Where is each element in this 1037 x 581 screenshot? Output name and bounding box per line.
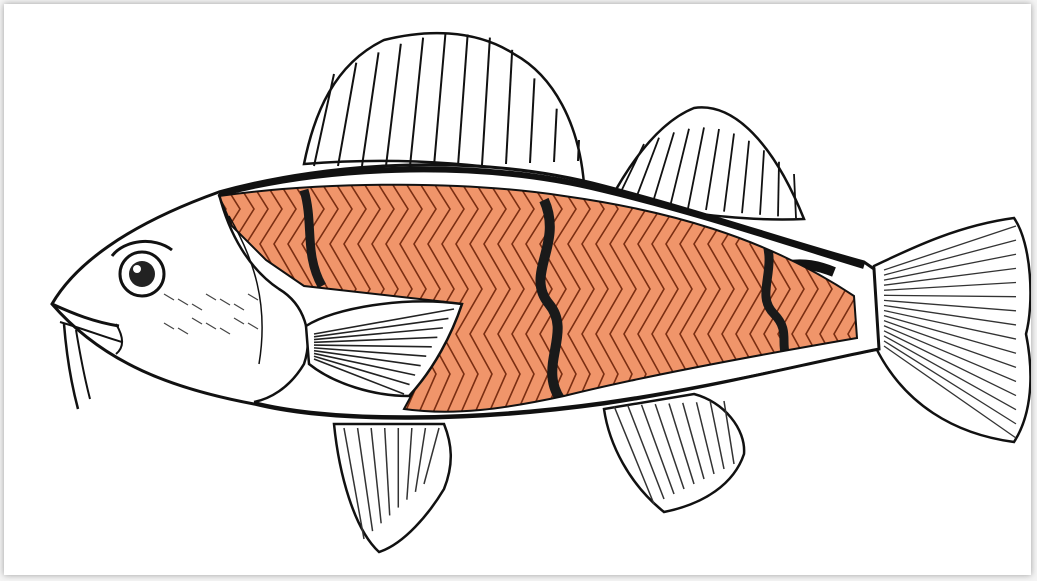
fish-diagram <box>4 4 1031 575</box>
caudal-fin <box>874 218 1030 442</box>
anal-fin <box>604 394 744 512</box>
pelvic-fin <box>334 424 451 552</box>
dorsal-spiny-fin <box>304 33 584 184</box>
figure-frame <box>4 4 1031 575</box>
